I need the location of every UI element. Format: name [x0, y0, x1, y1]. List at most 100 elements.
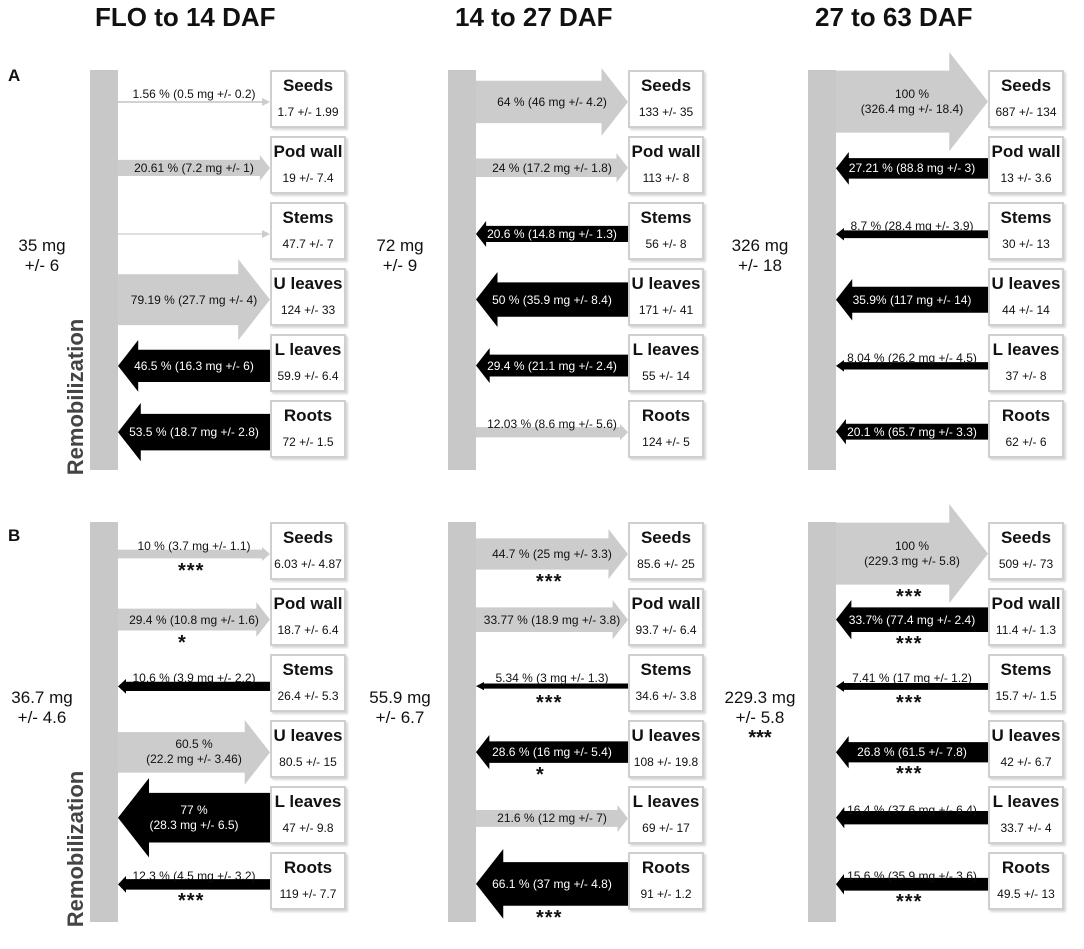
- organ-name: Pod wall: [991, 142, 1061, 161]
- flow-label-line: 100 %: [894, 87, 930, 101]
- flow-label-line: 20.1 % (65.7 mg +/- 3.3): [847, 424, 977, 439]
- flow-arrow-path: [836, 419, 988, 445]
- flow-label-line: 8.04 % (26.2 mg +/- 4.5): [847, 351, 977, 365]
- flow-arrow-in: [476, 804, 628, 832]
- organ-name: U leaves: [991, 274, 1061, 293]
- flow-arrow-out: [836, 600, 988, 640]
- flow-arrow-shape: [836, 680, 988, 692]
- organ-value: 33.7 +/- 4: [1000, 821, 1052, 835]
- flow-arrow-shape: [118, 678, 270, 694]
- flow-label-line: 20.6 % (14.8 mg +/- 1.3): [487, 226, 617, 241]
- trunk-bar-p0-c2: [808, 70, 836, 470]
- total-amount-p0-c2: 326 mg+/- 18: [716, 236, 804, 276]
- flow-label-line: 66.1 % (37 mg +/- 4.8): [492, 876, 612, 891]
- flow-label-line: 15.6 % (35.9 mg +/- 3.6): [847, 869, 977, 883]
- flow-label: 12.03 % (8.6 mg +/- 5.6)12.03 % (8.6 mg …: [476, 417, 628, 432]
- organ-value: 85.6 +/- 25: [637, 557, 695, 571]
- flow-arrow-shape: [118, 340, 270, 392]
- flow-label: 33.77 % (18.9 mg +/- 3.8)33.77 % (18.9 m…: [476, 613, 628, 628]
- organ-value: 11.4 +/- 1.3: [995, 623, 1057, 637]
- flow-arrow-shape: [476, 153, 628, 183]
- organ-name: Roots: [283, 858, 333, 877]
- flow-arrow-path: [118, 259, 270, 341]
- flow-arrow-out: [836, 680, 988, 692]
- flow-label: 20.6 % (14.8 mg +/- 1.3)20.6 % (14.8 mg …: [476, 227, 628, 242]
- flow-label: 60.5 %|(22.2 mg +/- 3.46)60.5 %(22.2 mg …: [118, 737, 270, 767]
- organ-value: 80.5 +/- 15: [279, 755, 337, 769]
- flow-label: 20.61 % (7.2 mg +/- 1)20.61 % (7.2 mg +/…: [118, 161, 270, 176]
- flow-label: 28.6 % (16 mg +/- 5.4)28.6 % (16 mg +/- …: [476, 745, 628, 760]
- flow-arrow-in: [118, 719, 270, 785]
- flow-arrow-shape: [476, 849, 628, 919]
- flow-arrow-shape: [836, 227, 988, 241]
- flow-label-line: 26.8 % (61.5 +/- 7.8): [857, 744, 967, 759]
- flow-arrow-shape: [836, 419, 988, 445]
- total-line: +/- 18: [738, 256, 782, 275]
- flow-arrow-shape: [836, 52, 988, 152]
- organ-value: 44 +/- 14: [1002, 303, 1050, 317]
- organ-value: 687 +/- 134: [995, 105, 1057, 119]
- flow-arrow-out: [836, 227, 988, 241]
- organ-name: L leaves: [632, 340, 700, 359]
- total-amount-p0-c0: 35 mg+/- 6: [0, 236, 86, 276]
- trunk-bar-p1-c2: [808, 522, 836, 922]
- flow-arrow-shape: [118, 546, 270, 561]
- organ-name: Seeds: [282, 528, 334, 547]
- flow-label: 100 %|(326.4 mg +/- 18.4)100 %(326.4 mg …: [836, 87, 988, 117]
- flow-label: 15.6 % (35.9 mg +/- 3.6)15.6 % (35.9 mg …: [836, 869, 988, 884]
- flow-arrow-path: [836, 735, 988, 769]
- organ-name: Seeds: [1000, 528, 1052, 547]
- organ-value: 59.9 +/- 6.4: [277, 369, 339, 383]
- total-line: 229.3 mg: [724, 688, 796, 707]
- flow-label-line: 77 %: [180, 803, 208, 817]
- organ-value: 113 +/- 8: [642, 171, 690, 185]
- column-title-flo-14: FLO to 14 DAF: [95, 2, 276, 32]
- flow-label-line: 1.56 % (0.5 mg +/- 0.2): [132, 87, 256, 101]
- flow-arrow-in: [476, 423, 628, 441]
- organ-box-u-leaves: U leaves 44 +/- 14: [988, 268, 1064, 326]
- flow-arrow-path: [836, 279, 988, 321]
- flow-arrow-path: [476, 68, 628, 136]
- significance-stars: ***: [896, 633, 923, 656]
- flow-arrow-path: [118, 602, 270, 638]
- organ-name: Stems: [1000, 208, 1052, 227]
- flow-label: 27.21 % (88.8 mg +/- 3)27.21 % (88.8 mg …: [836, 161, 988, 176]
- flow-label: 44.7 % (25 mg +/- 3.3)44.7 % (25 mg +/- …: [476, 547, 628, 562]
- flow-label: 8.7 % (28.4 mg +/- 3.9)8.7 % (28.4 mg +/…: [836, 219, 988, 234]
- flow-label: 66.1 % (37 mg +/- 4.8)66.1 % (37 mg +/- …: [476, 877, 628, 892]
- organ-name: Pod wall: [273, 142, 343, 161]
- flow-label-line: 46.5 % (16.3 mg +/- 6): [134, 358, 254, 373]
- flow-arrow-out: [476, 348, 628, 384]
- flow-arrow-out: [476, 734, 628, 770]
- flow-label-line: 64 % (46 mg +/- 4.2): [497, 94, 607, 109]
- flow-arrow-path: [476, 804, 628, 832]
- flow-label: 29.4 % (10.8 mg +/- 1.6)29.4 % (10.8 mg …: [118, 613, 270, 628]
- total-line: +/- 5.8: [735, 708, 785, 727]
- flow-label-line: 10 % (3.7 mg +/- 1.1): [137, 539, 251, 553]
- flow-label-line: 50 % (35.9 mg +/- 8.4): [492, 292, 612, 307]
- flow-arrow-in: [836, 504, 988, 604]
- significance-stars: *: [178, 631, 187, 654]
- organ-value: 15.7 +/- 1.5: [995, 689, 1057, 703]
- flow-label: 20.1 % (65.7 mg +/- 3.3)20.1 % (65.7 mg …: [836, 425, 988, 440]
- total-significance: ***: [748, 727, 772, 749]
- significance-stars: ***: [178, 560, 205, 582]
- flow-label-line: 21.6 % (12 mg +/- 7): [497, 810, 607, 825]
- flow-label-line: 29.4 % (10.8 mg +/- 1.6): [129, 612, 259, 627]
- flow-arrow-shape: [118, 778, 270, 858]
- flow-label: 24 % (17.2 mg +/- 1.8)24 % (17.2 mg +/- …: [476, 161, 628, 176]
